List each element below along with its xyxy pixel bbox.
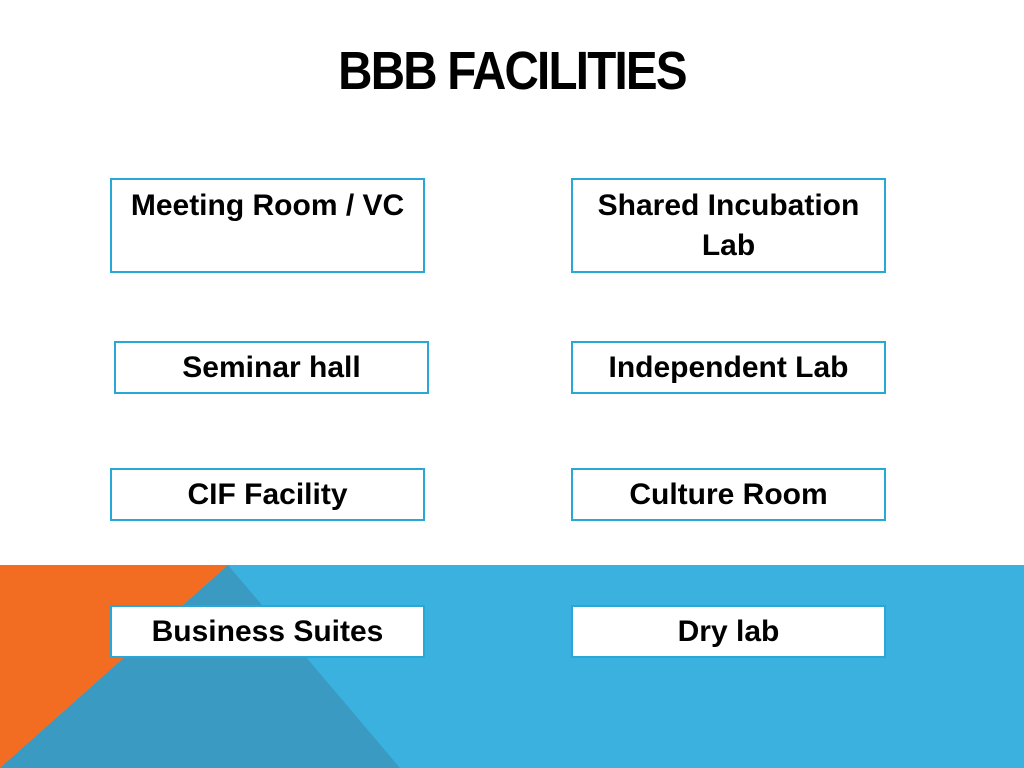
- facility-culture-room: Culture Room: [571, 468, 886, 521]
- facility-dry-lab: Dry lab: [571, 605, 886, 658]
- facility-label: Meeting Room / VC: [130, 189, 405, 222]
- facility-label: Business Suites: [151, 614, 384, 648]
- facility-label: Independent Lab: [608, 350, 849, 384]
- dark-blue-triangle: [0, 565, 400, 768]
- facility-label: Culture Room: [629, 477, 828, 511]
- facility-meeting-room: Meeting Room / VC: [110, 178, 425, 273]
- facility-seminar-hall: Seminar hall: [114, 341, 429, 394]
- facility-label: Seminar hall: [182, 350, 361, 384]
- facility-cif: CIF Facility: [110, 468, 425, 521]
- facility-independent-lab: Independent Lab: [571, 341, 886, 394]
- facility-label: Shared Incubation Lab: [597, 189, 860, 262]
- facility-label: CIF Facility: [187, 477, 348, 511]
- facility-business-suites: Business Suites: [110, 605, 425, 658]
- facility-label: Dry lab: [677, 614, 780, 648]
- slide-title: BBB FACILITIES: [338, 41, 687, 101]
- facility-shared-incubation-lab: Shared Incubation Lab: [571, 178, 886, 273]
